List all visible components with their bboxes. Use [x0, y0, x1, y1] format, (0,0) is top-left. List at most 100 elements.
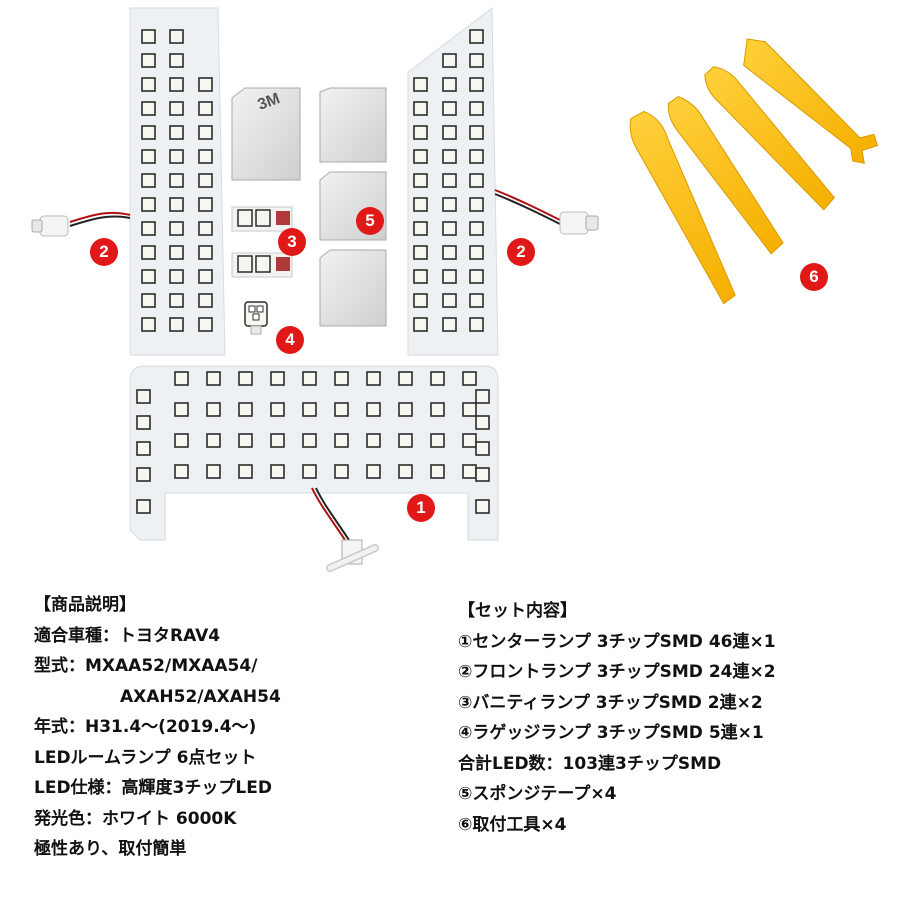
- led-chip: [206, 433, 221, 448]
- set-contents-line: ⑥取付工具×4: [458, 814, 567, 835]
- set-contents-line: ①センターランプ 3チップSMD 46連×1: [458, 631, 776, 652]
- led-chip: [270, 402, 285, 417]
- led-chip: [398, 371, 413, 386]
- removal-tool-4: [743, 38, 879, 164]
- led-chip: [136, 389, 151, 404]
- led-chip: [442, 101, 457, 116]
- description-line: 発光色：ホワイト 6000K: [34, 808, 237, 829]
- led-chip: [169, 173, 184, 188]
- led-chip: [366, 464, 381, 479]
- led-chip: [413, 125, 428, 140]
- badge-center-lamp: 1: [407, 494, 435, 522]
- led-chip: [302, 464, 317, 479]
- led-chip: [141, 221, 156, 236]
- led-chip: [469, 245, 484, 260]
- led-chip: [169, 269, 184, 284]
- product-description: 【商品説明】 適合車種：トヨタRAV4 型式：MXAA52/MXAA54/ AX…: [34, 590, 444, 865]
- led-chip: [413, 77, 428, 92]
- led-chip: [469, 173, 484, 188]
- set-contents-line: ③バニティランプ 3チップSMD 2連×2: [458, 692, 763, 713]
- led-chip: [442, 293, 457, 308]
- led-chip: [469, 101, 484, 116]
- led-chip: [462, 433, 477, 448]
- set-contents-line: 合計LED数：103連3チップSMD: [458, 753, 722, 774]
- led-chip: [413, 101, 428, 116]
- set-contents-line: ④ラゲッジランプ 3チップSMD 5連×1: [458, 723, 764, 743]
- led-chip: [413, 221, 428, 236]
- led-chip: [169, 125, 184, 140]
- front-lamp-left: [31, 7, 226, 356]
- led-chip: [366, 402, 381, 417]
- led-chip: [174, 464, 189, 479]
- led-chip: [442, 197, 457, 212]
- led-chip: [469, 149, 484, 164]
- led-chip: [136, 441, 151, 456]
- led-chip: [366, 371, 381, 386]
- luggage-lamp: [244, 301, 268, 335]
- badge-front-lamp-right: 2: [507, 238, 535, 266]
- set-contents-heading: 【セット内容】: [458, 601, 577, 621]
- led-chip: [198, 77, 213, 92]
- led-chip: [302, 402, 317, 417]
- led-chip: [366, 433, 381, 448]
- description-line: 適合車種：トヨタRAV4: [34, 625, 221, 646]
- led-chip: [169, 197, 184, 212]
- led-chip: [302, 371, 317, 386]
- led-chip: [413, 269, 428, 284]
- led-chip: [270, 464, 285, 479]
- sponge-tape-2: [319, 87, 387, 163]
- led-chip: [469, 125, 484, 140]
- vanity-lamp-1: [231, 206, 293, 232]
- led-chip: [302, 433, 317, 448]
- led-chip: [469, 269, 484, 284]
- removal-tools: [629, 38, 879, 305]
- led-chip: [141, 245, 156, 260]
- led-chip: [475, 389, 490, 404]
- led-chip: [206, 402, 221, 417]
- led-chip: [413, 293, 428, 308]
- led-chip: [141, 101, 156, 116]
- removal-tool-2: [667, 96, 784, 255]
- description-line: 極性あり、取付簡単: [34, 839, 187, 859]
- led-chip: [430, 433, 445, 448]
- vanity-lamp-2: [231, 252, 293, 278]
- removal-tool-1: [629, 110, 736, 305]
- led-chip: [136, 415, 151, 430]
- led-chip: [136, 499, 151, 514]
- led-chip: [462, 464, 477, 479]
- led-chip: [169, 101, 184, 116]
- removal-tool-3: [704, 66, 835, 211]
- led-chip: [141, 197, 156, 212]
- led-chip: [469, 293, 484, 308]
- led-chip: [430, 402, 445, 417]
- led-chip: [334, 464, 349, 479]
- led-chip: [141, 293, 156, 308]
- led-chip: [430, 371, 445, 386]
- led-chip: [442, 173, 457, 188]
- led-chip: [169, 149, 184, 164]
- led-chip: [398, 402, 413, 417]
- led-chip: [169, 29, 184, 44]
- led-chip: [413, 173, 428, 188]
- set-contents-line: ②フロントランプ 3チップSMD 24連×2: [458, 662, 776, 682]
- led-chip: [141, 29, 156, 44]
- set-contents-line: ⑤スポンジテープ×4: [458, 784, 617, 804]
- description-line: 年式：H31.4～(2019.4～): [34, 717, 257, 737]
- led-chip: [413, 245, 428, 260]
- led-chip: [206, 371, 221, 386]
- led-chip: [462, 371, 477, 386]
- led-chip: [169, 293, 184, 308]
- led-chip: [198, 245, 213, 260]
- led-chip: [442, 125, 457, 140]
- front-lamp-right: [407, 7, 599, 356]
- svg-text:3M: 3M: [256, 90, 283, 114]
- description-line: LEDルームランプ 6点セット: [34, 747, 257, 768]
- led-chip: [198, 149, 213, 164]
- led-chip: [398, 433, 413, 448]
- led-chip: [238, 433, 253, 448]
- led-chip: [174, 371, 189, 386]
- led-chip: [442, 221, 457, 236]
- led-chip: [469, 221, 484, 236]
- badge-vanity-lamp: 3: [278, 228, 306, 256]
- led-chip: [469, 29, 484, 44]
